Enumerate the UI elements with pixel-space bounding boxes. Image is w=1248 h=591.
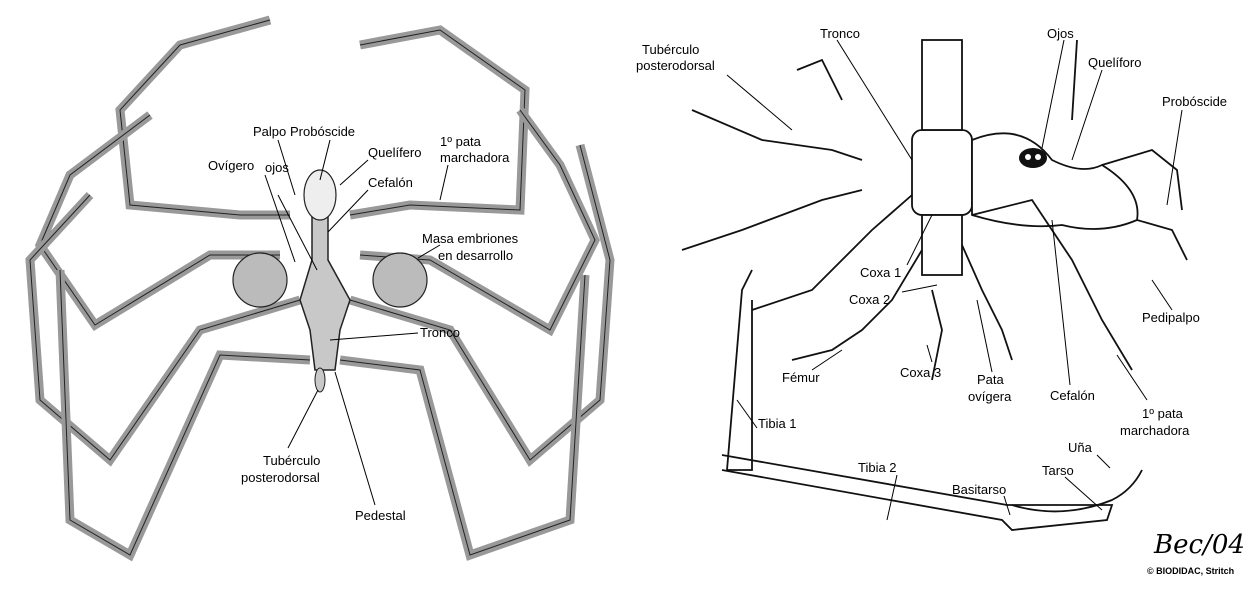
right-label-femur: Fémur bbox=[782, 370, 820, 385]
right-diagram-svg: Tubérculo posterodorsal Tronco Ojos Quel… bbox=[632, 0, 1248, 586]
right-label-cefalon: Cefalón bbox=[1050, 388, 1095, 403]
left-label-pedestal: Pedestal bbox=[355, 508, 406, 523]
left-label-masa1: Masa embriones bbox=[422, 231, 519, 246]
right-label-pata-ovigera1: Pata bbox=[977, 372, 1005, 387]
right-label-queliforo: Quelíforo bbox=[1088, 55, 1141, 70]
right-label-coxa2: Coxa 2 bbox=[849, 292, 890, 307]
right-label-pata1b: marchadora bbox=[1120, 423, 1190, 438]
left-label-palpo: Palpo bbox=[253, 124, 286, 139]
left-label-pata1b: marchadora bbox=[440, 150, 510, 165]
right-label-coxa3: Coxa 3 bbox=[900, 365, 941, 380]
right-label-basitarso: Basitarso bbox=[952, 482, 1006, 497]
left-label-quelifero: Quelífero bbox=[368, 145, 421, 160]
right-embryo-mass bbox=[373, 253, 427, 307]
left-label-masa2: en desarrollo bbox=[438, 248, 513, 263]
right-label-tibia1: Tibia 1 bbox=[758, 416, 797, 431]
left-label-ovigero: Ovígero bbox=[208, 158, 254, 173]
right-label-ojos: Ojos bbox=[1047, 26, 1074, 41]
right-label-tuberculo2: posterodorsal bbox=[636, 58, 715, 73]
right-trunk bbox=[912, 40, 1138, 275]
left-label-proboscide: Probóscide bbox=[290, 124, 355, 139]
right-label-pedipalpo: Pedipalpo bbox=[1142, 310, 1200, 325]
left-embryo-mass bbox=[233, 253, 287, 307]
right-sea-spider-detail: Tubérculo posterodorsal Tronco Ojos Quel… bbox=[632, 0, 1248, 586]
right-label-tibia2: Tibia 2 bbox=[858, 460, 897, 475]
right-label-tronco: Tronco bbox=[820, 26, 860, 41]
left-label-cefalon: Cefalón bbox=[368, 175, 413, 190]
left-sea-spider-diagram: Palpo Probóscide Quelífero 1º pata march… bbox=[0, 0, 632, 586]
left-label-tronco: Tronco bbox=[420, 325, 460, 340]
left-label-tuberculo1: Tubérculo bbox=[263, 453, 320, 468]
left-label-pata1: 1º pata bbox=[440, 134, 482, 149]
copyright-credit: © BIODIDAC, Stritch bbox=[1147, 566, 1234, 576]
right-label-tuberculo1: Tubérculo bbox=[642, 42, 699, 57]
right-label-proboscide: Probóscide bbox=[1162, 94, 1227, 109]
right-label-tarso: Tarso bbox=[1042, 463, 1074, 478]
left-label-tuberculo2: posterodorsal bbox=[241, 470, 320, 485]
left-label-ojos: ojos bbox=[265, 160, 289, 175]
left-diagram-svg: Palpo Probóscide Quelífero 1º pata march… bbox=[0, 0, 632, 586]
right-label-pata1a: 1º pata bbox=[1142, 406, 1184, 421]
artist-signature: Bec/04 bbox=[1153, 530, 1245, 560]
right-label-una: Uña bbox=[1068, 440, 1093, 455]
right-label-coxa1: Coxa 1 bbox=[860, 265, 901, 280]
right-label-pata-ovigera2: ovígera bbox=[968, 389, 1012, 404]
